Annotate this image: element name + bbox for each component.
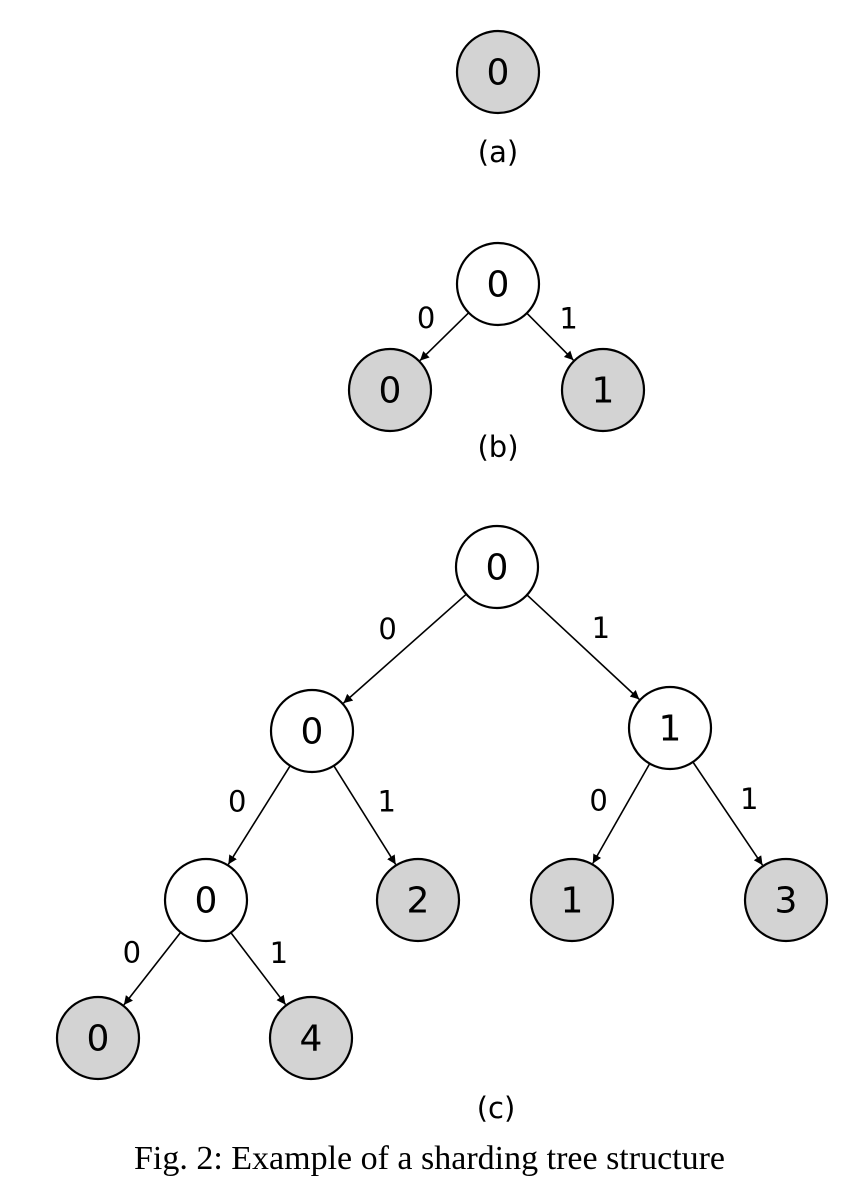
edge-label: 1	[559, 301, 577, 335]
edge-label: 1	[592, 611, 610, 645]
edge-label: 0	[378, 612, 396, 646]
node-circle	[375, 857, 461, 943]
node-circle	[55, 995, 141, 1081]
node-label: 0	[487, 265, 510, 306]
node-circle	[455, 241, 541, 327]
subfigure-label: (a)	[478, 135, 518, 169]
node-label: 4	[300, 1019, 323, 1060]
node-label: 1	[659, 709, 682, 750]
node-label: 0	[379, 371, 402, 412]
edges-layer: 0 1 0 1 0 1 0 1 0 1	[123, 301, 764, 1006]
node-circle	[627, 685, 713, 771]
node-label: 1	[592, 371, 615, 412]
node-label: 3	[775, 881, 798, 922]
internal-node: 0	[163, 857, 249, 943]
edge-label: 1	[378, 784, 396, 818]
edge-arrow	[526, 594, 640, 700]
node-circle	[455, 29, 541, 115]
edge-arrow	[419, 312, 470, 362]
edge-arrow	[526, 312, 575, 361]
node-label: 0	[486, 548, 509, 589]
node-circle	[347, 347, 433, 433]
node-label: 0	[301, 712, 324, 753]
node-label: 0	[87, 1019, 110, 1060]
edge-label: 1	[270, 936, 288, 970]
edge-arrow	[227, 765, 291, 865]
edge-arrow	[592, 763, 651, 864]
internal-node: 0	[269, 688, 355, 774]
edge-label: 0	[589, 784, 607, 818]
node-label: 0	[487, 53, 510, 94]
node-label: 0	[195, 881, 218, 922]
edge-label: 0	[123, 936, 141, 970]
subfigure-labels-layer: (a) (b) (c)	[477, 135, 519, 1125]
node-circle	[454, 524, 540, 610]
node-circle	[269, 688, 355, 774]
edge-arrow	[230, 932, 287, 1006]
edge-arrow	[123, 931, 182, 1006]
node-label: 2	[407, 881, 430, 922]
node-circle	[163, 857, 249, 943]
edge-arrow	[333, 765, 397, 865]
subfigure-label: (c)	[477, 1091, 516, 1125]
leaf-node: 0	[347, 347, 433, 433]
figure-caption: Fig. 2: Example of a sharding tree struc…	[133, 1140, 726, 1177]
subfigure-label: (b)	[477, 430, 518, 464]
node-circle	[560, 347, 646, 433]
leaf-node: 0	[55, 995, 141, 1081]
internal-node: 0	[454, 524, 540, 610]
nodes-layer: 0 0 0 1 0 0 1 0 2 1 3 0 4	[55, 29, 829, 1081]
internal-node: 1	[627, 685, 713, 771]
node-circle	[743, 857, 829, 943]
edge-label: 1	[740, 782, 758, 816]
leaf-node: 2	[375, 857, 461, 943]
edge-label: 0	[417, 301, 435, 335]
leaf-node: 1	[560, 347, 646, 433]
leaf-node: 4	[268, 995, 354, 1081]
node-circle	[529, 857, 615, 943]
internal-node: 0	[455, 241, 541, 327]
leaf-node: 3	[743, 857, 829, 943]
node-circle	[268, 995, 354, 1081]
node-label: 1	[561, 881, 584, 922]
leaf-node: 0	[455, 29, 541, 115]
leaf-node: 1	[529, 857, 615, 943]
edge-arrow	[342, 593, 467, 704]
edge-arrow	[692, 761, 764, 866]
edge-label: 0	[228, 784, 246, 818]
